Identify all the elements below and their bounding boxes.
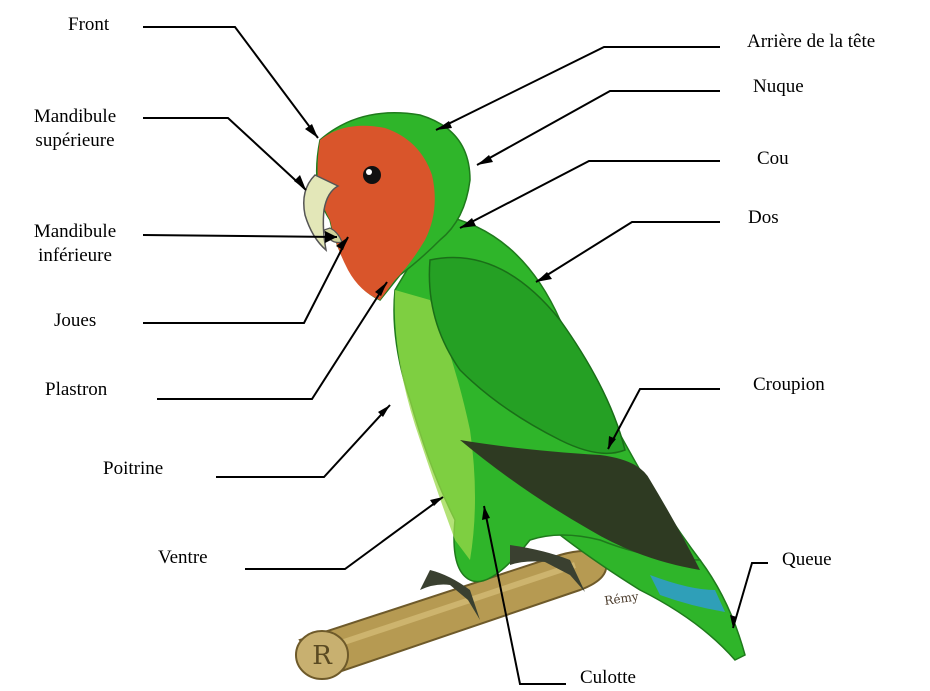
leader-nuque xyxy=(477,91,720,165)
label-cou: Cou xyxy=(757,147,789,171)
leader-plastron xyxy=(157,282,387,399)
leader-mandibule-inf xyxy=(143,235,337,237)
label-plastron: Plastron xyxy=(45,378,107,402)
label-poitrine: Poitrine xyxy=(103,457,163,481)
leader-queue xyxy=(733,563,768,628)
arrowhead xyxy=(305,124,318,138)
label-joues: Joues xyxy=(54,309,96,333)
label-mandibule-inferieure-line1: Mandibule xyxy=(0,220,150,244)
perch-mark: R xyxy=(312,641,333,671)
leader-mandibule-sup xyxy=(143,118,306,190)
label-ventre: Ventre xyxy=(158,546,208,570)
label-mandibule-superieure-line2: supérieure xyxy=(0,129,150,153)
eye xyxy=(363,166,381,184)
label-dos: Dos xyxy=(748,206,779,230)
label-nuque: Nuque xyxy=(753,75,804,99)
leader-dos xyxy=(536,222,720,282)
label-front: Front xyxy=(68,13,109,37)
artist-signature: Rémy xyxy=(603,589,639,608)
label-mandibule-inferieure-line2: inférieure xyxy=(0,244,150,268)
label-queue: Queue xyxy=(782,548,832,572)
leader-ventre xyxy=(245,497,443,569)
label-mandibule-inferieure: Mandibule inférieure xyxy=(0,220,150,268)
label-culotte: Culotte xyxy=(580,666,636,690)
leader-joues xyxy=(143,237,348,323)
label-arriere-de-la-tete: Arrière de la tête xyxy=(747,30,875,54)
label-mandibule-superieure: Mandibule supérieure xyxy=(0,105,150,153)
label-croupion: Croupion xyxy=(753,373,825,397)
leader-cou xyxy=(460,161,720,228)
perch: R xyxy=(296,551,606,679)
leader-croupion xyxy=(608,389,720,449)
arrowhead xyxy=(294,175,306,190)
leader-poitrine xyxy=(216,405,390,477)
label-mandibule-superieure-line1: Mandibule xyxy=(0,105,150,129)
leader-arriere-tete xyxy=(436,47,720,130)
